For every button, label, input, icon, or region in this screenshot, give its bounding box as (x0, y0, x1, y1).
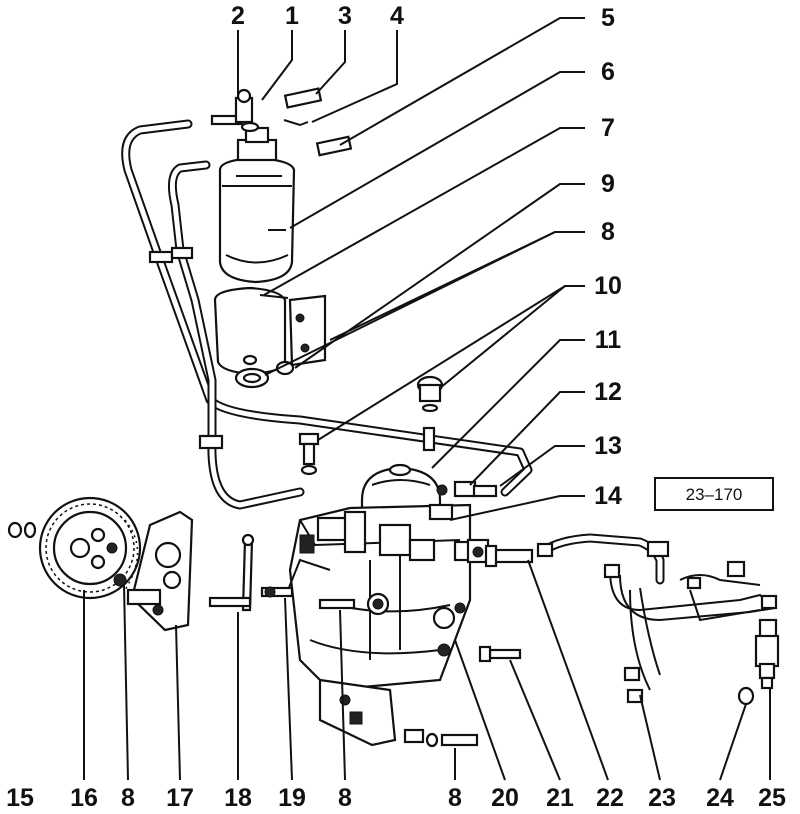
injector (737, 618, 780, 706)
callout-21: 21 (546, 784, 574, 812)
callout-16: 16 (70, 784, 98, 812)
filter-bracket (213, 286, 327, 389)
callout-6: 6 (601, 58, 615, 86)
callout-13: 13 (594, 432, 622, 460)
pump-bracket-plate (126, 510, 194, 632)
callout-22: 22 (596, 784, 624, 812)
callout-labels: 1 2 3 4 5 6 7 9 8 10 11 12 13 14 15 16 8… (6, 2, 786, 812)
diagram-reference-box: 23–170 (654, 477, 774, 511)
fuel-filter (218, 126, 296, 284)
callout-2: 2 (231, 2, 245, 30)
callout-20: 20 (491, 784, 519, 812)
filter-fittings (210, 87, 353, 157)
callout-25: 25 (758, 784, 786, 812)
washers (7, 521, 37, 539)
callout-4: 4 (390, 2, 404, 30)
leader-lines (83, 17, 771, 781)
callout-11: 11 (595, 326, 622, 354)
callout-14: 14 (594, 482, 622, 510)
solenoid-and-pins (298, 375, 444, 476)
callout-23: 23 (648, 784, 676, 812)
callout-7: 7 (601, 114, 615, 142)
injector-pipes (536, 533, 778, 704)
injection-pump (287, 463, 534, 692)
callout-9: 9 (601, 170, 615, 198)
callout-8-top: 8 (601, 218, 615, 246)
callout-8-bottom-left: 8 (121, 784, 135, 812)
callout-15: 15 (6, 784, 34, 812)
callout-12: 12 (594, 378, 622, 406)
callout-10: 10 (594, 272, 622, 300)
studs (260, 586, 356, 610)
pump-mount-bracket (318, 678, 479, 748)
callout-17: 17 (166, 784, 194, 812)
callout-24: 24 (706, 784, 734, 812)
diagram-reference: 23–170 (686, 485, 743, 504)
callout-8-bottom-mid: 8 (338, 784, 352, 812)
callout-1: 1 (285, 2, 299, 30)
callout-19: 19 (278, 784, 306, 812)
support-arm (208, 533, 255, 612)
timing-gear (38, 496, 142, 600)
bolt-21 (478, 645, 522, 663)
callout-18: 18 (224, 784, 252, 812)
callout-3: 3 (338, 2, 352, 30)
callout-8-bottom-right: 8 (448, 784, 462, 812)
callout-5: 5 (601, 4, 615, 32)
fuel-lines (121, 119, 533, 510)
